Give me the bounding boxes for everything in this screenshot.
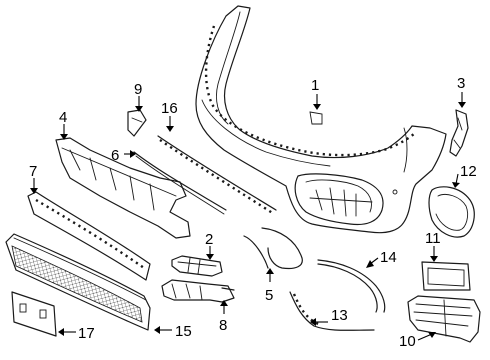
callout-17: 17	[78, 325, 95, 342]
callout-11: 11	[425, 230, 441, 247]
bezel-part-12	[428, 186, 475, 238]
bracket-part-2	[171, 255, 223, 277]
callout-12: 12	[460, 163, 477, 180]
callout-4: 4	[59, 109, 67, 126]
absorber-part-4	[55, 137, 191, 239]
lower-strip-part-7	[27, 191, 151, 281]
callout-13: 13	[331, 307, 348, 324]
trim-part-5	[243, 227, 303, 270]
bracket-part-8	[161, 279, 235, 303]
callout-5: 5	[265, 287, 273, 304]
fog-grille-part-10	[407, 295, 481, 343]
callout-3: 3	[457, 75, 465, 92]
callout-labels: 1 2 3 4 5 6 7 8 9 10 11 12 13 14 15 16 1…	[29, 75, 477, 350]
callout-16: 16	[161, 100, 178, 117]
clip-part-9	[127, 109, 147, 137]
trim-part-13	[289, 291, 375, 331]
fog-lamp-part-11	[421, 261, 471, 291]
callout-7: 7	[29, 163, 37, 180]
callout-10: 10	[399, 333, 416, 350]
callout-8: 8	[219, 317, 227, 334]
callout-2: 2	[205, 231, 213, 248]
leader-lines	[30, 92, 466, 341]
callout-6: 6	[111, 147, 119, 164]
strip-part-6	[133, 151, 227, 215]
callout-14: 14	[380, 249, 397, 266]
mesh-grille-part-15	[5, 233, 151, 331]
callout-15: 15	[175, 323, 192, 340]
side-bracket-part-3	[449, 109, 469, 157]
callout-1: 1	[311, 77, 319, 94]
callout-9: 9	[134, 81, 142, 98]
trim-part-14	[317, 259, 386, 313]
plate-bracket-part-17	[11, 291, 57, 337]
strip-part-16	[157, 135, 277, 216]
bumper-cover-part	[195, 5, 447, 234]
